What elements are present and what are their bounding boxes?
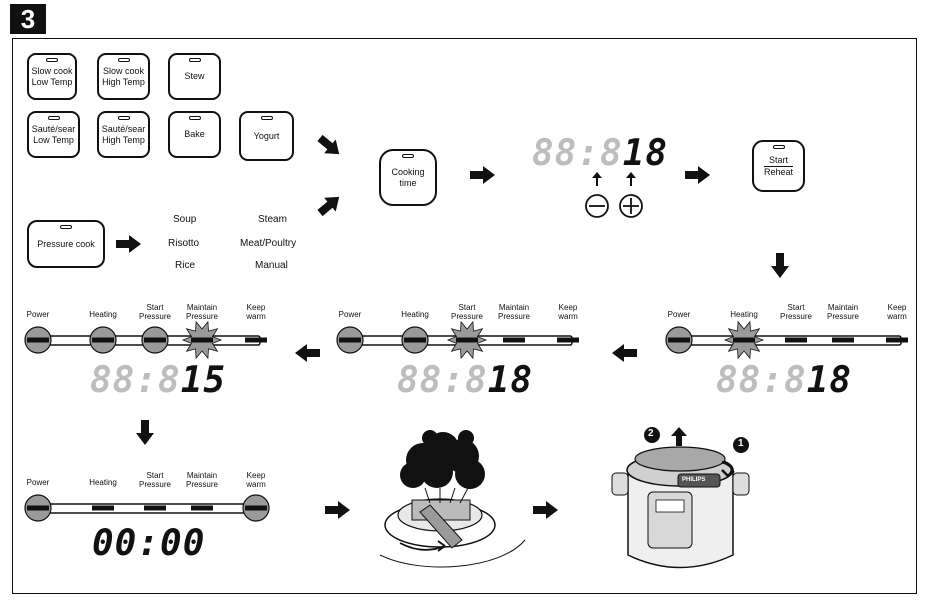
stage-segment <box>191 337 213 343</box>
stage-segment <box>92 505 114 511</box>
stage-segment <box>144 505 166 511</box>
stage-label-heating: Heating <box>401 310 429 319</box>
stage-segment <box>557 337 579 343</box>
stage-segment <box>27 337 49 343</box>
stage-panel-keep-warm <box>24 494 270 522</box>
stage-segment <box>339 337 361 343</box>
steam-release-icon <box>379 430 526 568</box>
step-marker-one: 1 <box>738 438 744 449</box>
pressure-cook-button[interactable]: Pressure cook <box>27 220 105 268</box>
stage-segment <box>733 337 755 343</box>
stage-label-power: Power <box>338 310 362 319</box>
arrow-right-icon <box>685 166 710 184</box>
stage-segment <box>668 337 690 343</box>
instruction-frame <box>12 38 917 594</box>
stage-label-heating: Heating <box>730 310 758 319</box>
time-display-maintain: 88:815 <box>90 360 227 401</box>
stage-segment <box>456 337 478 343</box>
yogurt-button[interactable]: Yogurt <box>239 111 294 161</box>
option-steam: Steam <box>258 214 287 225</box>
arrow-right-icon <box>470 166 495 184</box>
arrow-left-icon <box>295 344 320 362</box>
stage-panel-heating <box>665 320 908 360</box>
stage-segment <box>503 337 525 343</box>
arrow-up-right-icon <box>314 190 345 220</box>
arrow-down-right-icon <box>314 131 345 161</box>
stage-label-power: Power <box>26 310 50 319</box>
stage-panel-start-pressure <box>336 320 579 360</box>
arrow-right-icon <box>325 501 350 519</box>
option-risotto: Risotto <box>168 238 200 249</box>
stage-segment <box>27 505 49 511</box>
step-number-badge: 3 <box>10 4 46 34</box>
stage-segment <box>404 337 426 343</box>
time-display-set: 88:818 <box>532 133 669 174</box>
stage-segment <box>785 337 807 343</box>
plus-button-icon <box>619 172 643 218</box>
stage-segment <box>832 337 854 343</box>
bake-button[interactable]: Bake <box>168 111 221 158</box>
stage-segment <box>886 337 908 343</box>
stage-segment <box>245 505 267 511</box>
time-display-heating: 88:818 <box>716 360 853 401</box>
stew-button[interactable]: Stew <box>168 53 221 100</box>
stage-indicator-bars <box>24 320 908 522</box>
arrow-down-icon <box>771 253 789 278</box>
arrow-right-icon <box>533 501 558 519</box>
time-display-done: 00:00 <box>92 523 206 564</box>
stage-panel-maintain-pressure <box>24 320 267 360</box>
stage-segment <box>92 337 114 343</box>
arrow-right-icon <box>116 235 141 253</box>
stage-segment <box>144 337 166 343</box>
option-meat-poultry: Meat/Poultry <box>240 238 297 249</box>
stage-segment <box>191 505 213 511</box>
pressure-cooker-icon <box>611 427 750 569</box>
stage-label-heating: Heating <box>89 478 117 487</box>
stage-label-power: Power <box>667 310 691 319</box>
step-marker-two: 2 <box>648 428 654 439</box>
stage-segment <box>245 337 267 343</box>
stage-label-power: Power <box>26 478 50 487</box>
arrow-left-icon <box>612 344 637 362</box>
arrow-down-icon <box>136 420 154 445</box>
option-manual: Manual <box>255 260 288 271</box>
minus-button-icon <box>585 172 609 218</box>
stage-label-heating: Heating <box>89 310 117 319</box>
time-display-start-pressure: 88:818 <box>397 360 534 401</box>
option-rice: Rice <box>175 260 196 271</box>
cooker-brand-label: PHILIPS <box>682 477 706 483</box>
option-soup: Soup <box>173 214 197 225</box>
